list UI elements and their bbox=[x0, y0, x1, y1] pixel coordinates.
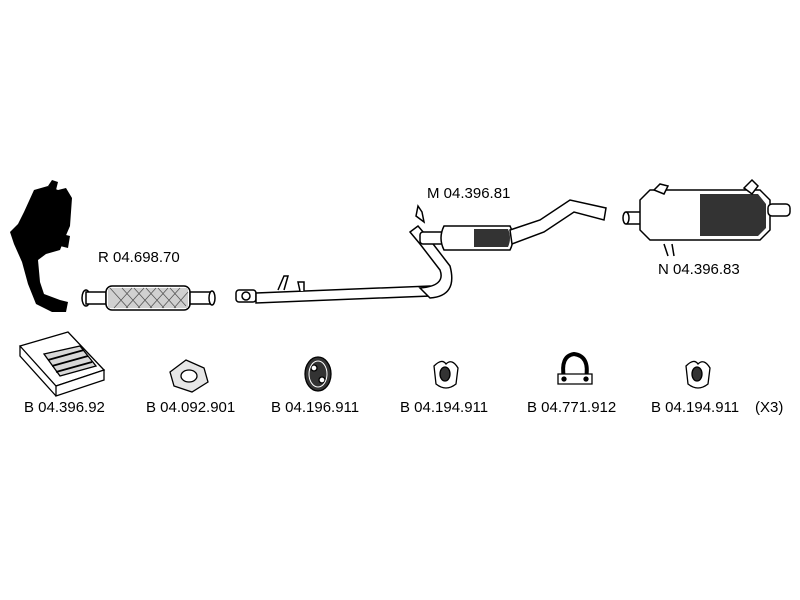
gasket-icon bbox=[169, 359, 209, 393]
front-pipe-icon bbox=[81, 285, 216, 311]
rubber-mount-icon bbox=[685, 360, 711, 389]
label-gasket: B 04.092.901 bbox=[146, 399, 236, 416]
label-middle-silencer: M 04.396.81 bbox=[427, 185, 511, 202]
label-rubber-mount-1: B 04.194.911 bbox=[400, 399, 489, 416]
rubber-mount-icon bbox=[433, 360, 459, 389]
label-clamp: B 04.771.912 bbox=[527, 399, 617, 416]
rear-silencer-icon bbox=[622, 178, 791, 257]
middle-silencer-icon bbox=[415, 199, 607, 251]
label-quantity: (X3) bbox=[755, 399, 784, 416]
label-fitting-kit: B 04.396.92 bbox=[24, 399, 105, 416]
label-rubber-mount-2: B 04.194.911 bbox=[651, 399, 740, 416]
label-rear-silencer: N 04.396.83 bbox=[658, 261, 740, 278]
label-front-pipe: R 04.698.70 bbox=[98, 249, 180, 266]
label-hanger-ring: B 04.196.911 bbox=[271, 399, 360, 416]
clamp-icon bbox=[557, 351, 593, 385]
catalytic-manifold-icon bbox=[10, 180, 72, 312]
hanger-ring-icon bbox=[304, 356, 332, 392]
fitting-kit-icon bbox=[18, 331, 106, 397]
